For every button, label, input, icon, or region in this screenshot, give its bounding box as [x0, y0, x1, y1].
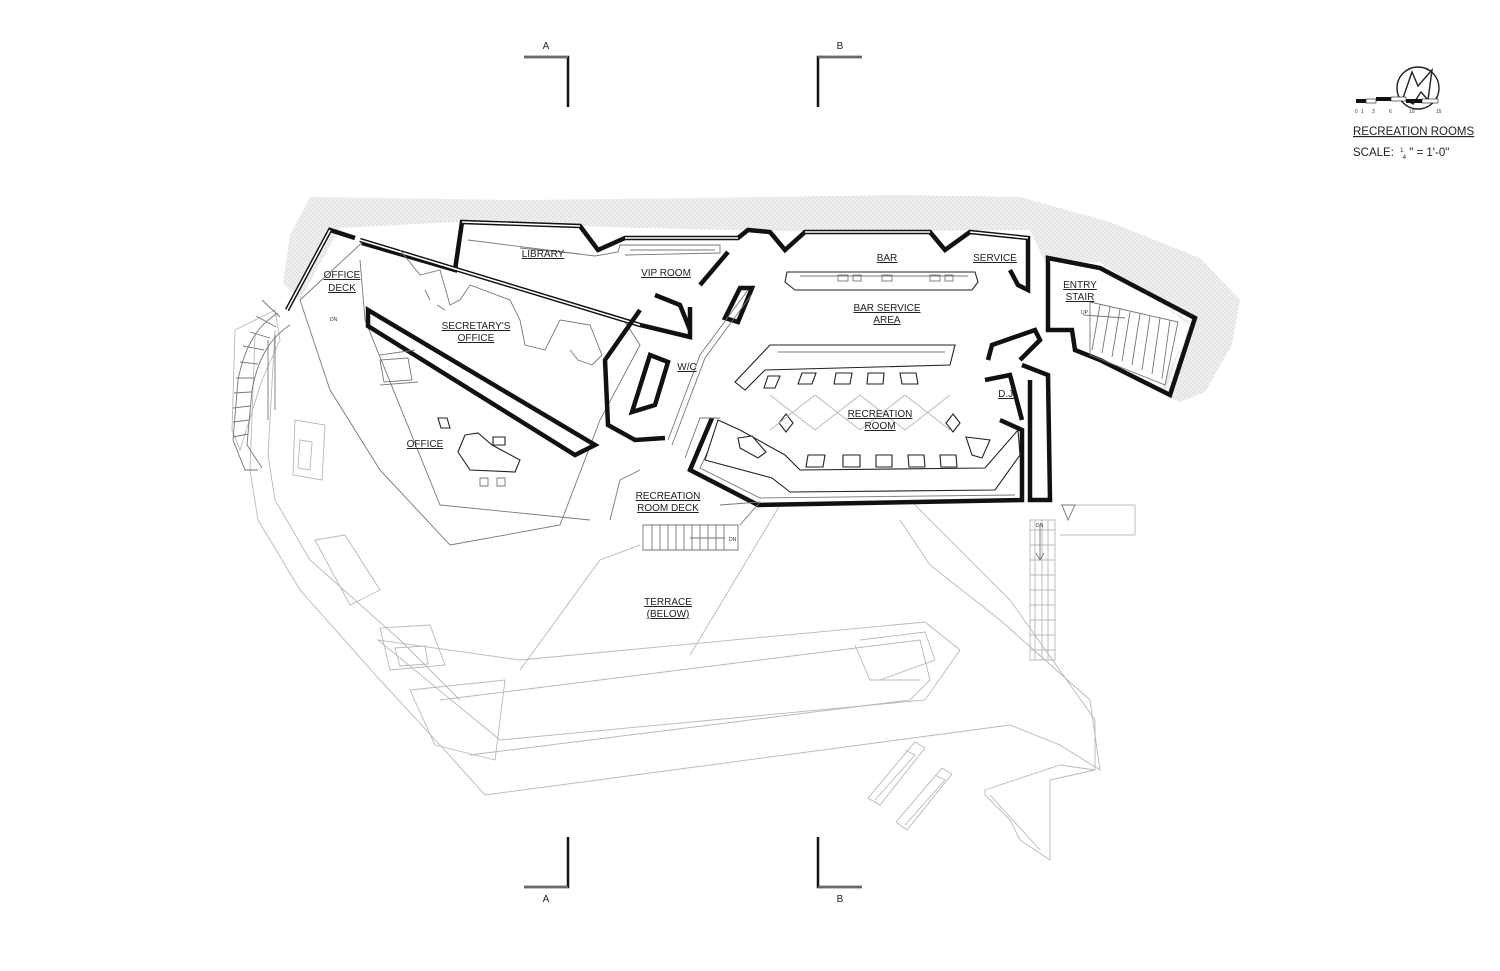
terrace-lower-linework	[231, 309, 1136, 861]
upper-banquette	[734, 344, 956, 391]
section-marker-b-top: B	[816, 41, 862, 107]
label-terrace: TERRACE	[644, 597, 692, 608]
label-recreation-room-deck: RECREATION	[636, 491, 701, 502]
label-bar-service-area: BAR SERVICE	[853, 303, 920, 314]
left-exterior-stair	[232, 299, 291, 471]
dn-mark-deck: DN	[729, 537, 737, 543]
east-wall	[1021, 362, 1053, 503]
terrace-benches	[867, 741, 953, 831]
vip-partition	[698, 250, 730, 287]
label-dj: D.J.	[998, 389, 1016, 400]
section-a-top-label: A	[543, 41, 550, 52]
dn-mark-right: DN	[1036, 523, 1044, 529]
label-secretarys-office-2: OFFICE	[458, 333, 495, 344]
north-arrow-icon	[1396, 66, 1440, 110]
bar-sinks	[837, 274, 954, 282]
wc-walls	[602, 292, 693, 443]
right-stair-lower	[1030, 520, 1055, 660]
stair-direction-labels: DN DN UP DN	[330, 310, 1089, 543]
label-entry-stair-2: STAIR	[1066, 292, 1095, 303]
label-bar: BAR	[877, 253, 898, 264]
scale-tick-10: 10	[1409, 109, 1415, 115]
right-stair-upper	[1035, 504, 1076, 561]
office-furniture	[379, 349, 521, 487]
lower-banquette	[704, 419, 1021, 493]
scale-tick-6: 6	[1389, 109, 1392, 115]
library-shelves	[467, 239, 721, 257]
secretary-desks	[399, 249, 603, 366]
entry-stair-treads	[1082, 301, 1179, 386]
up-mark-entry: UP	[1081, 310, 1089, 316]
label-recreation-room-deck-2: ROOM DECK	[637, 503, 699, 514]
label-entry-stair: ENTRY	[1063, 280, 1097, 291]
label-secretarys-office: SECRETARY'S	[442, 321, 511, 332]
office-wing-floor	[359, 259, 591, 521]
scale-frac-den: 4	[1403, 155, 1407, 161]
drawing-title: RECREATION ROOMS	[1353, 126, 1475, 138]
label-vip-room: VIP ROOM	[641, 268, 691, 279]
section-marker-a-top: A	[524, 41, 570, 107]
wc-core	[628, 352, 671, 416]
vip-column	[721, 285, 756, 325]
label-recreation-room-2: ROOM	[864, 421, 895, 432]
rec-room-tables	[737, 372, 991, 468]
label-office-deck-2: DECK	[328, 283, 356, 294]
scale-note: SCALE: 1 4 " = 1'-0"	[1353, 143, 1449, 162]
scale-tick-1: 1	[1361, 109, 1364, 115]
rec-room-south-wall	[687, 417, 1025, 508]
scale-prefix: SCALE:	[1353, 147, 1394, 159]
room-labels: OFFICE DECK LIBRARY VIP ROOM BAR SERVICE…	[324, 249, 1098, 620]
label-service: SERVICE	[973, 253, 1017, 264]
section-marker-b-bottom: B	[816, 837, 862, 905]
scale-tick-3: 3	[1372, 109, 1375, 115]
section-b-top-label: B	[837, 41, 844, 52]
label-office-deck: OFFICE	[324, 270, 361, 281]
terrain-hatch	[283, 195, 1240, 402]
label-bar-service-area-2: AREA	[873, 315, 901, 326]
dance-floor-lines	[769, 394, 951, 431]
label-office: OFFICE	[407, 439, 444, 450]
dn-mark-left: DN	[330, 317, 338, 323]
label-terrace-2: (BELOW)	[647, 609, 690, 620]
label-recreation-room: RECREATION	[848, 409, 913, 420]
dj-booth-walls	[984, 327, 1043, 421]
scale-bar: 0 1 3 6 10 15	[1355, 96, 1442, 115]
section-a-bottom-label: A	[543, 894, 550, 905]
scale-frac-num: 1	[1400, 148, 1404, 154]
label-library: LIBRARY	[522, 249, 565, 260]
title-block: RECREATION ROOMS SCALE: 1 4 " = 1'-0"	[1353, 126, 1475, 162]
section-marker-a-bottom: A	[524, 837, 570, 905]
section-b-bottom-label: B	[837, 894, 844, 905]
deck-stair	[609, 289, 762, 551]
scale-tick-0: 0	[1355, 109, 1358, 115]
label-wc: W/C	[677, 362, 696, 373]
scale-tick-15: 15	[1436, 109, 1442, 115]
scale-rest: " = 1'-0"	[1409, 147, 1449, 159]
entry-stair-walls	[1045, 255, 1198, 399]
office-diagonal-wall	[365, 306, 600, 458]
